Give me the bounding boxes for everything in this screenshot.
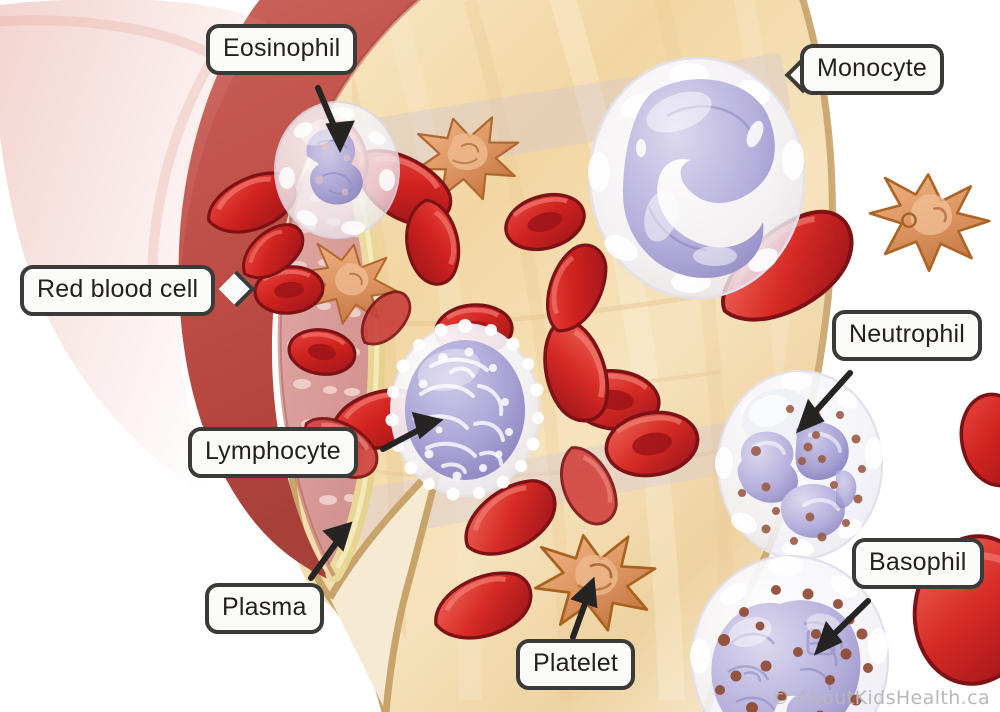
label-red-blood-cell-text: Red blood cell xyxy=(37,275,199,303)
red-blood-cell xyxy=(464,479,557,556)
label-monocyte[interactable]: Monocyte xyxy=(800,44,944,95)
red-blood-cell xyxy=(242,223,305,280)
label-eosinophil-text: Eosinophil xyxy=(223,34,341,62)
label-monocyte-text: Monocyte xyxy=(817,54,927,82)
neutrophil-cell xyxy=(715,369,884,561)
label-neutrophil[interactable]: Neutrophil xyxy=(832,310,982,361)
label-basophil[interactable]: Basophil xyxy=(852,538,984,589)
platelet xyxy=(868,173,991,273)
lymphocyte-microvilli xyxy=(385,319,544,501)
basophil-cell xyxy=(690,554,890,712)
label-plasma[interactable]: Plasma xyxy=(205,583,324,634)
red-blood-cell xyxy=(360,290,412,346)
basophil-chromatin xyxy=(727,621,844,711)
callout-leaders xyxy=(308,85,871,656)
red-blood-cell xyxy=(405,198,461,286)
source-credit: © AboutKidsHealth.ca xyxy=(770,687,990,709)
platelet xyxy=(415,116,520,201)
neutrophil-nucleus xyxy=(737,422,857,538)
label-platelet-text: Platelet xyxy=(533,649,618,677)
red-blood-cell xyxy=(504,192,586,252)
red-blood-cell xyxy=(434,571,533,640)
label-lymphocyte[interactable]: Lymphocyte xyxy=(188,427,358,478)
monocyte-cell xyxy=(588,56,806,300)
red-blood-cell xyxy=(545,243,608,333)
basophil-nucleus xyxy=(711,600,861,712)
lymphocyte-cell xyxy=(385,319,544,501)
red-blood-cell xyxy=(543,317,610,423)
label-lymphocyte-text: Lymphocyte xyxy=(205,437,341,465)
label-plasma-text: Plasma xyxy=(222,593,307,621)
basophil-granules xyxy=(715,585,873,712)
label-platelet[interactable]: Platelet xyxy=(516,639,635,690)
red-blood-cell xyxy=(559,446,618,526)
label-basophil-text: Basophil xyxy=(869,548,967,576)
label-red-blood-cell[interactable]: Red blood cell xyxy=(20,265,216,316)
red-blood-cell xyxy=(604,410,700,478)
red-blood-cell xyxy=(253,265,325,315)
red-blood-cell xyxy=(959,392,1000,488)
red-blood-cell xyxy=(287,328,357,376)
label-neutrophil-text: Neutrophil xyxy=(849,320,965,348)
label-eosinophil[interactable]: Eosinophil xyxy=(206,24,358,75)
